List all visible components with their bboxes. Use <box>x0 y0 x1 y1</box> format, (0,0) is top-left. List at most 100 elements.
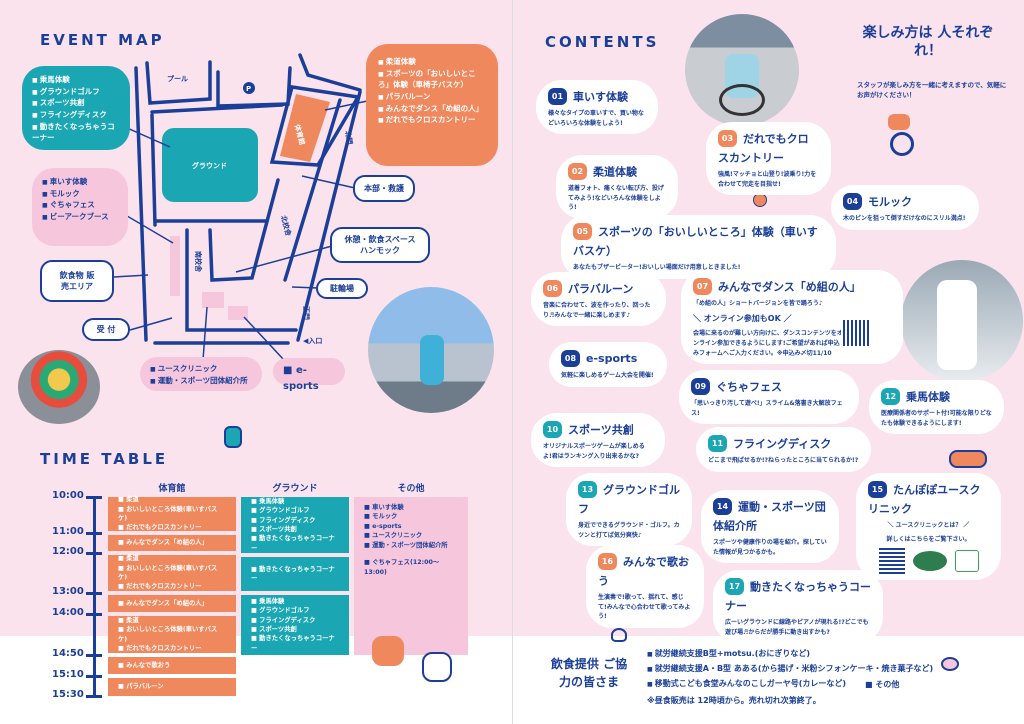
ground-area <box>162 128 258 202</box>
col-ground: グラウンド <box>272 484 318 494</box>
campus-map-roads: プール P グラウンド 体育館 北門 北校舎 南校舎 正門 ◀入口 <box>113 53 373 361</box>
map-list-item: フライングディスク <box>32 109 120 121</box>
item-description: 医療関係者のサポート付!可能な限りどなたも体験できるようにします! <box>881 410 992 427</box>
item-number-badge: 02 <box>568 163 587 180</box>
dance-qr-code[interactable] <box>841 318 871 348</box>
reception-box: 受 付 <box>82 318 130 341</box>
contents-title: CONTENTS <box>545 33 660 51</box>
item-title: みんなでダンス「め組の人」 <box>718 280 861 294</box>
map-list-item: 車いす体験 <box>42 176 118 188</box>
item-number-badge: 15 <box>868 481 887 498</box>
event-map-title: EVENT MAP <box>40 31 165 49</box>
item-subheading: ＼ オンライン参加もOK ／ <box>693 313 792 323</box>
item-title: e-sports <box>586 352 638 365</box>
item-description: 道着フォト、痛くない転び方、投げてみよう!などいろんな体験をしよう! <box>568 185 664 212</box>
clinic-bubble: ユースクリニック運動・スポーツ団体紹介所 <box>140 357 262 391</box>
bread-icon <box>941 657 959 671</box>
schedule-item-text: おいしいところ体験(車いすバスケ) <box>118 564 218 581</box>
left-page: EVENT MAP プール P グラウンド 体育館 北門 北校舎 南校舎 正門 … <box>0 0 512 724</box>
schedule-item: ■ だれでもクロスカントリー <box>118 583 202 591</box>
schedule-item-text: 柔道 <box>126 496 139 504</box>
schedule-block: ■ 柔道■ おいしいところ体験(車いすバスケ)■ だれでもクロスカントリー <box>108 616 236 653</box>
schedule-item: ■ グラウンドゴルフ <box>251 607 310 615</box>
item-description: 強風!マッチョと山登り!波乗り!力を合わせて完走を目指せ! <box>718 171 817 188</box>
item-description: 生演奏で!歌って、揺れて、感じて!みんなで心合わせて歌ってみよう! <box>598 594 691 621</box>
time-label: 11:00 <box>52 526 84 537</box>
schedule-item-text: みんなでダンス「め組の人」 <box>126 539 208 547</box>
esports-label: e-sports <box>283 365 319 392</box>
schedule-item-text: フライングディスク <box>259 616 316 624</box>
horse-illustration <box>943 440 993 480</box>
schedule-item-text: 柔道 <box>126 555 139 563</box>
item-title: ぐちゃフェス <box>716 380 782 394</box>
pool-label: プール <box>167 74 188 83</box>
item-title: パラバルーン <box>568 282 634 296</box>
schedule-block: ■ 乗馬体験■ グラウンドゴルフ■ フライングディスク■ スポーツ共創■ 動きた… <box>241 497 349 553</box>
food-note: ※昼食販売は 12時頃から。売れ切れ次第終了。 <box>647 696 821 705</box>
schedule-block: ■ 柔道■ おいしいところ体験(車いすバスケ)■ だれでもクロスカントリー <box>108 555 236 591</box>
item-number-badge: 14 <box>713 498 732 515</box>
schedule-item-text: 柔道 <box>126 616 139 624</box>
item-title: 動きたくなっちゃうコーナー <box>725 580 871 613</box>
item-number-badge: 16 <box>598 553 617 570</box>
schedule-block: ■ 柔道■ おいしいところ体験(車いすバスケ)■ だれでもクロスカントリー <box>108 496 236 531</box>
schedule-item: ■ グラウンドゴルフ <box>251 507 310 515</box>
clinic-logos <box>868 548 989 575</box>
item-description: 木のピンを狙って倒すだけなのにスリル満点! <box>843 215 966 222</box>
time-label: 14:00 <box>52 607 84 618</box>
map-list-item: ビーアークブース <box>42 211 118 223</box>
item-description: 「め組の人」ショートバージョンを皆で踊ろう♪ <box>693 300 823 307</box>
schedule-item: ■ 動きたくなっちゃうコーナー <box>251 635 335 652</box>
item-number-badge: 13 <box>578 481 597 498</box>
schedule-item-text: 動きたくなっちゃうコーナー <box>251 635 335 652</box>
schedule-item-text: 乗馬体験 <box>259 497 285 505</box>
gym-events-bubble: 柔道体験スポーツの「おいしいところ」体験（車椅子バスケ）パラバルーンみんなでダン… <box>366 44 498 166</box>
onigiri-icon <box>611 628 627 642</box>
schedule-block: ■ みんなでダンス「め組の人」 <box>108 595 236 612</box>
wheelchair-illustration <box>868 108 946 156</box>
time-tick <box>86 654 102 657</box>
item-title: 運動・スポーツ団体紹介所 <box>713 500 826 533</box>
entrance-label: ◀入口 <box>303 337 322 345</box>
schedule-item: ■ スポーツ共創 <box>251 526 297 533</box>
food-provider: 就労継続支援B型+motsu.(おにぎりなど) <box>647 648 933 659</box>
schedule-item-text: みんなでダンス「め組の人」 <box>126 599 208 607</box>
schedule-item-text: スポーツ共創 <box>259 526 297 533</box>
time-label: 13:00 <box>52 586 84 597</box>
time-tick <box>86 613 102 616</box>
map-list-item: モルック <box>42 188 118 200</box>
map-list-item: ぐちゃフェス <box>42 199 118 211</box>
food-area-box: 飲食物 販売エリア <box>40 260 114 302</box>
item-number-badge: 05 <box>573 223 592 240</box>
bike-parking-box: 駐輪場 <box>316 278 368 299</box>
item-number-badge: 10 <box>543 421 562 438</box>
item-number-badge: 17 <box>725 578 744 595</box>
runner-illustration <box>215 422 251 472</box>
col-other: その他 <box>397 484 425 494</box>
item-description: スポーツや健康作りの場を紹介。探していた情報が見つかるかも。 <box>713 539 827 556</box>
item-title: みんなで歌おう <box>598 555 689 588</box>
schedule-item: ■ フライングディスク <box>251 516 316 524</box>
judo-photo <box>901 260 1023 382</box>
schedule-item-text: だれでもクロスカントリー <box>126 644 202 652</box>
schedule-block-other: ■ 車いす体験■ モルック■ e-sports■ ユースクリニック■ 運動・スポ… <box>354 497 468 655</box>
clinic-qr-code[interactable] <box>878 548 905 575</box>
wheelchair-photo <box>685 14 799 126</box>
food-provider-list: 就労継続支援B型+motsu.(おにぎりなど)就労継続支援A・B型 あある(から… <box>647 648 933 693</box>
item-number-badge: 09 <box>691 378 710 395</box>
schedule-item: ■ 柔道 <box>118 616 139 624</box>
item-online-desc: 会場に来るのが難しい方向けに、ダンスコンテンツをオンライン参加できるようにします… <box>693 330 843 357</box>
item-number-badge: 07 <box>693 278 712 295</box>
schedule-item: ■ 柔道 <box>118 496 139 504</box>
tennis-photo <box>368 287 494 413</box>
slogan: 楽しみ方は 人それぞれ！ <box>862 25 994 60</box>
item-title: たんぽぽユースクリニック <box>868 483 981 516</box>
item-title: フライングディスク <box>733 437 832 451</box>
map-list-item: みんなでダンス「め組の人」 <box>378 103 486 115</box>
